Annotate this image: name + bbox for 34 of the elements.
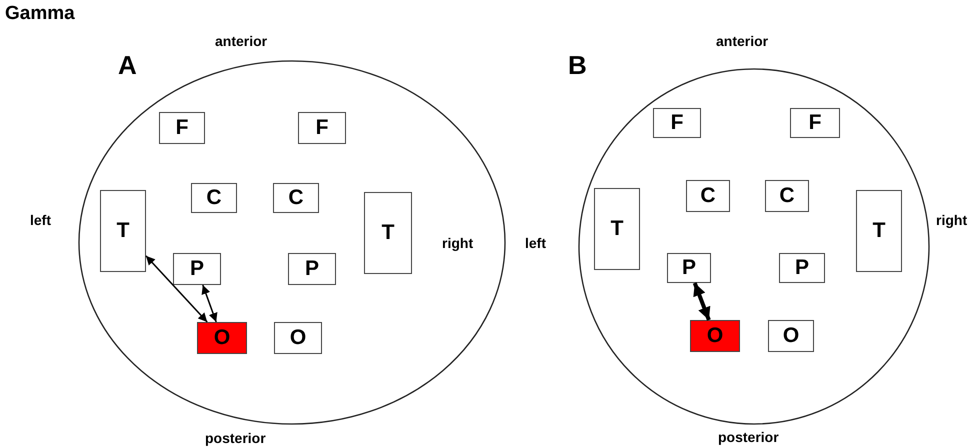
double-arrow [145, 255, 208, 322]
direction-label: right [442, 235, 474, 251]
region-box: T [100, 190, 146, 272]
double-arrow [692, 282, 711, 321]
region-box: F [159, 112, 205, 144]
double-arrow [202, 284, 218, 322]
direction-label: anterior [215, 33, 268, 49]
region-box: F [653, 108, 701, 138]
direction-label: right [936, 212, 968, 228]
region-box: O [690, 320, 740, 352]
region-box: P [779, 253, 825, 283]
region-box: O [197, 322, 247, 354]
region-box: P [173, 253, 221, 285]
region-box: F [790, 108, 840, 138]
region-box: O [274, 322, 322, 354]
region-box: C [191, 183, 237, 213]
region-box: T [364, 192, 412, 274]
region-box: T [594, 188, 640, 270]
region-box: T [856, 190, 902, 272]
direction-label: posterior [718, 429, 779, 445]
direction-label: left [525, 235, 546, 251]
region-box: F [298, 112, 346, 144]
panel-letter: A [118, 50, 137, 81]
region-box: C [686, 180, 730, 212]
region-box: P [288, 253, 336, 285]
direction-label: posterior [205, 430, 266, 446]
title: Gamma [5, 3, 75, 25]
direction-label: left [30, 212, 51, 228]
region-box: C [273, 183, 319, 213]
region-box: O [768, 320, 814, 352]
region-box: P [667, 253, 711, 283]
direction-label: anterior [716, 33, 768, 49]
panel-letter: B [568, 50, 587, 81]
region-box: C [765, 180, 809, 212]
